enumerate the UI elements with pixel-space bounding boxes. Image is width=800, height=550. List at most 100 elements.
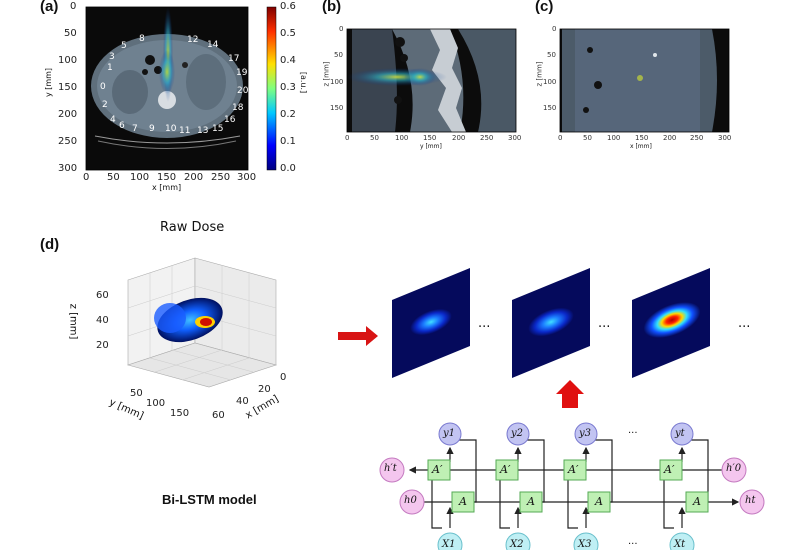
panel-b-xlabel: y [mm]	[420, 143, 442, 150]
hidden-state-label: h0	[404, 495, 417, 506]
forward-cell-label: A	[595, 495, 603, 508]
panel-a-ct-axial	[85, 6, 277, 171]
colorbar-tick: 0.6	[280, 1, 296, 12]
ytick: 250	[58, 136, 78, 147]
sensor-number: 13	[197, 126, 209, 136]
sensor-number: 12	[187, 35, 199, 45]
forward-cell-label: A	[693, 495, 701, 508]
ytick: 100	[543, 78, 557, 86]
output-node	[574, 422, 598, 446]
input-node	[437, 532, 463, 550]
xtick: 0	[558, 134, 563, 142]
sensor-number: 5	[121, 41, 127, 51]
xtick: 150	[157, 172, 177, 183]
lstm-cell-forward	[587, 491, 611, 513]
ytick: 0	[70, 1, 77, 12]
colorbar-tick: 0.4	[280, 55, 296, 66]
xtick: 250	[211, 172, 231, 183]
backward-cell-label: A′	[664, 463, 675, 476]
sensor-number: 9	[149, 124, 155, 134]
sensor-number: 6	[119, 121, 125, 131]
forward-cell-label: A	[459, 495, 467, 508]
ytick: 50	[334, 51, 343, 59]
ytick: 0	[339, 25, 344, 33]
sensor-number: 1	[107, 63, 113, 73]
sensor-number: 18	[232, 103, 244, 113]
lstm-cell-backward	[659, 459, 683, 481]
xtick: 0	[280, 372, 287, 383]
red-arrow-right	[338, 326, 378, 346]
forward-cell-label: A	[527, 495, 535, 508]
input-node	[573, 532, 599, 550]
xtick: 20	[258, 384, 271, 395]
xtick: 150	[635, 134, 649, 142]
output-label: y2	[511, 428, 524, 439]
panel-label-a: (a)	[40, 0, 59, 15]
output-ellipsis: ...	[628, 425, 638, 436]
hidden-state-node	[399, 489, 425, 515]
output-node	[438, 422, 462, 446]
input-ellipsis: ...	[628, 536, 638, 547]
panel-label-d: (d)	[40, 236, 60, 253]
hidden-state-label: h′0	[726, 463, 742, 474]
panel-label-c: (c)	[535, 0, 554, 15]
backward-cell-label: A′	[568, 463, 579, 476]
ytick: 50	[130, 388, 143, 399]
input-label: Xt	[674, 539, 686, 550]
ytick: 300	[58, 163, 78, 174]
xtick: 0	[83, 172, 90, 183]
sensor-number: 0	[100, 82, 106, 92]
hidden-state-node	[721, 457, 747, 483]
lstm-cell-forward	[519, 491, 543, 513]
ytick: 50	[64, 28, 77, 39]
lstm-cell-forward	[451, 491, 475, 513]
ytick: 100	[58, 55, 78, 66]
sensor-number: 10	[165, 124, 177, 134]
xtick: 200	[452, 134, 466, 142]
colorbar-tick: 0.0	[280, 163, 296, 174]
xtick: 50	[583, 134, 592, 142]
xtick: 50	[370, 134, 379, 142]
output-node	[506, 422, 530, 446]
ytick: 150	[543, 104, 557, 112]
input-node	[505, 532, 531, 550]
ztick: 20	[96, 340, 109, 351]
xtick: 250	[690, 134, 704, 142]
output-label: y1	[443, 428, 456, 439]
ellipsis: ...	[738, 316, 751, 331]
xtick: 50	[107, 172, 120, 183]
sensor-number: 4	[110, 115, 116, 125]
xtick: 100	[395, 134, 409, 142]
colorbar	[266, 6, 277, 171]
panel-c-ct-coronal	[559, 28, 730, 133]
colorbar-tick: 0.3	[280, 82, 296, 93]
panel-b-ct-sagittal	[346, 28, 517, 133]
ytick: 100	[146, 398, 166, 409]
input-node	[669, 532, 695, 550]
sensor-number: 7	[132, 124, 138, 134]
ytick: 50	[547, 51, 556, 59]
sensor-number: 14	[207, 40, 219, 50]
xtick: 300	[508, 134, 522, 142]
plot-title: Raw Dose	[160, 220, 225, 235]
ytick: 0	[552, 25, 557, 33]
xtick: 300	[718, 134, 732, 142]
backward-cell-label: A′	[500, 463, 511, 476]
input-label: X3	[578, 539, 592, 550]
output-label: yt	[675, 428, 685, 439]
panel-label-b: (b)	[322, 0, 342, 15]
hidden-state-node	[739, 489, 765, 515]
xtick: 40	[236, 396, 249, 407]
ytick: 200	[58, 109, 78, 120]
lstm-cell-backward	[427, 459, 451, 481]
xtick: 150	[423, 134, 437, 142]
ytick: 150	[58, 82, 78, 93]
colorbar-tick: 0.1	[280, 136, 296, 147]
ztick: 60	[96, 290, 109, 301]
lstm-cell-backward	[563, 459, 587, 481]
xtick: 250	[480, 134, 494, 142]
hidden-state-node	[379, 457, 405, 483]
sensor-number: 11	[179, 126, 191, 136]
